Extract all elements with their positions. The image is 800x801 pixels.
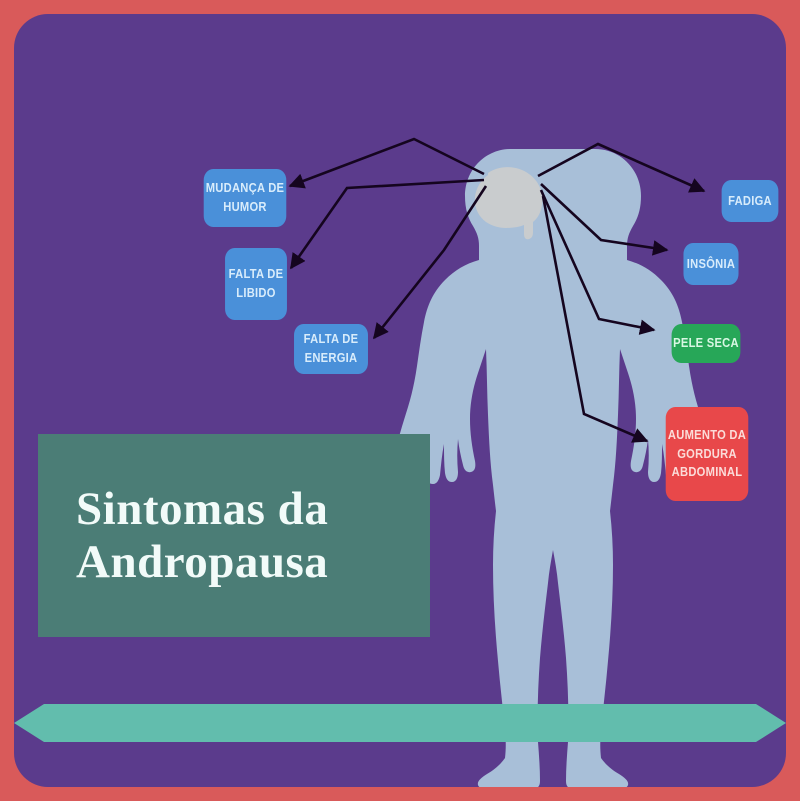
symptom-label-line: ENERGIA	[304, 350, 358, 365]
symptom-label-line: INSÔNIA	[686, 255, 736, 271]
page-title-line-2: Andropausa	[76, 535, 329, 588]
symptom-box-pele-seca[interactable]: PELE SECA	[671, 324, 741, 363]
symptom-label-line: FALTA DE	[303, 331, 359, 347]
arrow-to-falta-de-libido	[289, 178, 485, 270]
symptom-label-line: PELE SECA	[673, 335, 739, 351]
symptom-box-aumento-da-gordura-abdominal[interactable]: AUMENTO DA GORDURA ABDOMINAL	[665, 407, 749, 501]
arrow-to-falta-de-energia	[372, 185, 488, 340]
infographic-panel: Sintomas da Andropausa MUDANÇA DE HUMOR FA…	[14, 14, 786, 787]
symptom-label-line: LIBIDO	[236, 285, 276, 300]
symptom-label-line: GORDURA	[677, 445, 737, 461]
bottom-arrow-bar	[14, 704, 786, 742]
symptom-box-insonia[interactable]: INSÔNIA	[683, 243, 739, 285]
symptom-label-line: HUMOR	[223, 199, 267, 214]
symptom-label-line: FADIGA	[728, 192, 772, 208]
human-body-figure	[394, 149, 712, 787]
title-card: Sintomas da Andropausa	[38, 434, 430, 637]
symptom-box-fadiga[interactable]: FADIGA	[721, 180, 779, 222]
arrow-to-aumento-da-gordura-abdominal	[541, 195, 649, 443]
arrow-to-insonia	[540, 183, 669, 256]
symptom-label-line: AUMENTO DA	[667, 426, 747, 442]
symptom-label-line: ABDOMINAL	[671, 464, 743, 480]
symptom-box-falta-de-energia[interactable]: FALTA DE ENERGIA	[294, 324, 368, 374]
symptom-box-mudanca-de-humor[interactable]: MUDANÇA DE HUMOR	[203, 169, 287, 227]
symptom-label-line: MUDANÇA DE	[205, 180, 285, 196]
arrow-to-mudanca-de-humor	[288, 137, 485, 189]
symptom-label-line: FALTA DE	[228, 266, 284, 282]
page-title-line-1: Sintomas da	[76, 482, 329, 535]
connector-arrows	[288, 137, 706, 443]
arrow-to-pele-seca	[539, 189, 656, 335]
symptom-box-falta-de-libido[interactable]: FALTA DE LIBIDO	[225, 248, 287, 320]
arrow-to-fadiga	[537, 142, 706, 193]
